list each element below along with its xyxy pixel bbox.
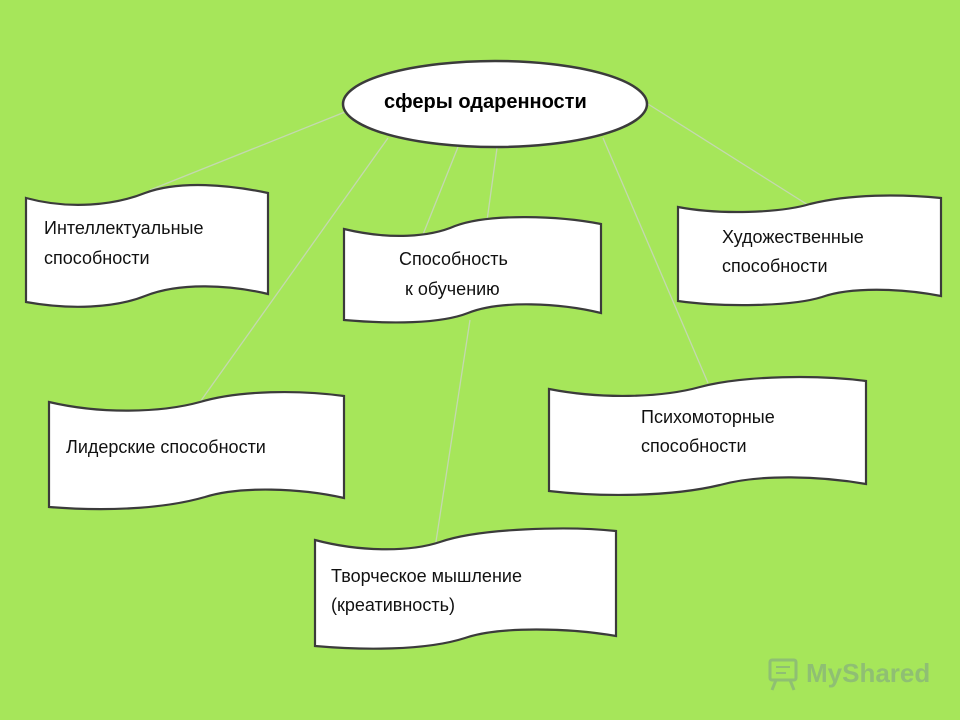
banner-learning <box>342 216 603 324</box>
label-creative-line1: Творческое мышление <box>331 566 522 586</box>
label-learning-line2: к обучению <box>405 279 500 299</box>
banner-creative <box>313 527 618 650</box>
label-learning-line1: Способность <box>399 249 508 269</box>
banner-psychomotor <box>547 375 868 497</box>
presentation-board-icon <box>768 658 798 691</box>
banner-artistic <box>676 194 943 307</box>
label-leadership: Лидерские способности <box>66 437 266 457</box>
label-psychomotor-line2: способности <box>641 436 747 456</box>
banner-intellectual <box>24 183 270 308</box>
label-psychomotor-line1: Психомоторные <box>641 407 775 427</box>
label-creative-line2: (креативность) <box>331 595 455 615</box>
connector-learning-right <box>485 147 498 229</box>
label-artistic-line1: Художественные <box>722 227 864 247</box>
connector-creative <box>434 319 471 549</box>
connector-artistic <box>647 103 809 206</box>
connector-learning-left <box>421 146 459 238</box>
connector-intellectual <box>149 111 346 191</box>
label-intellectual-line2: способности <box>44 248 150 268</box>
center-ellipse <box>341 59 649 149</box>
connector-leadership <box>199 137 389 403</box>
connector-psychomotor <box>602 137 709 384</box>
label-artistic-line2: способности <box>722 256 828 276</box>
label-intellectual-line1: Интеллектуальные <box>44 218 204 238</box>
banner-leadership <box>47 390 346 511</box>
center-title: сферы одаренности <box>384 91 587 113</box>
watermark-text: MyShared <box>806 658 931 688</box>
